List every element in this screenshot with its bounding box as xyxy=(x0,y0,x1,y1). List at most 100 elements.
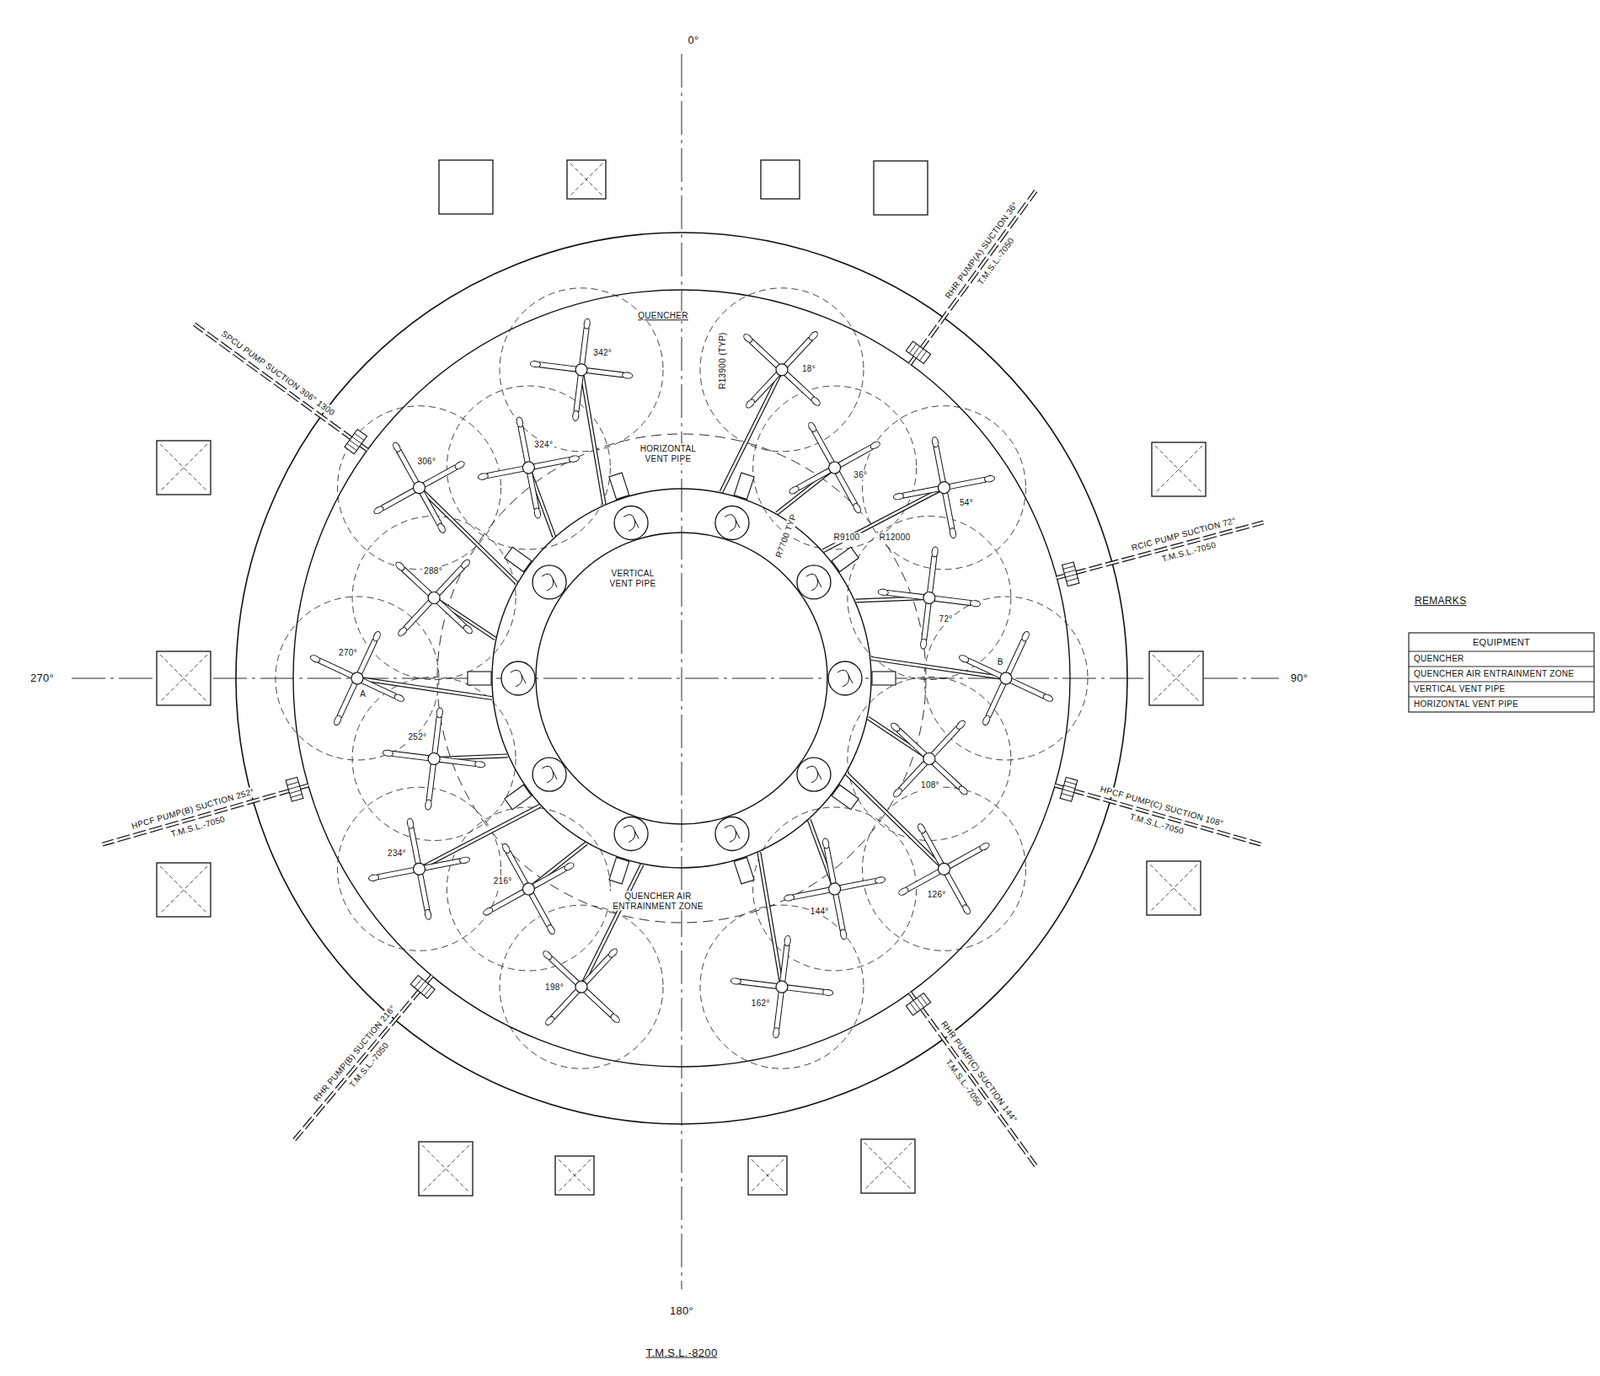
column-square xyxy=(156,651,211,706)
arm-cap xyxy=(541,949,554,961)
discharge-pipe xyxy=(721,369,782,493)
quencher-angle: 144° xyxy=(808,906,831,917)
square-outline xyxy=(748,1155,787,1195)
arm-pipe xyxy=(527,471,540,509)
quencher-hub xyxy=(427,752,441,766)
vent-circle xyxy=(614,505,648,540)
vent-circle xyxy=(501,661,536,696)
axis-line xyxy=(681,53,683,1290)
quencher-angle: 198° xyxy=(543,983,566,994)
remarks-heading: REMARKS xyxy=(1412,595,1468,608)
quencher-arm xyxy=(920,602,932,649)
arm-pipe xyxy=(317,658,354,679)
quencher-angle: 126° xyxy=(925,889,948,900)
arm-pipe xyxy=(396,449,420,485)
arm-cap xyxy=(788,485,801,496)
vent-swirl xyxy=(510,669,526,687)
arm-pipe xyxy=(947,845,982,869)
discharge-pipe xyxy=(581,864,643,987)
quencher-symbol xyxy=(874,798,1015,939)
square-outline xyxy=(1146,861,1201,916)
arm-pipe xyxy=(780,944,790,982)
table-rule xyxy=(1408,666,1595,668)
quencher-arm xyxy=(947,841,990,870)
quencher-arm xyxy=(916,822,945,866)
arm-cap xyxy=(840,928,848,940)
axis-angle: 270° xyxy=(28,672,56,685)
horizontal-vent-stub xyxy=(831,784,859,809)
quencher-arm xyxy=(877,588,925,601)
square-outline xyxy=(567,160,606,199)
column-square xyxy=(1146,861,1201,916)
arm-cap xyxy=(382,749,394,757)
discharge-pipe-core xyxy=(419,487,518,584)
quencher-angle: 162° xyxy=(749,998,772,1009)
column-square xyxy=(567,160,606,199)
discharge-pipe-core xyxy=(776,467,835,514)
arm-pipe xyxy=(812,429,835,465)
quencher-symbol xyxy=(856,685,1002,831)
quencher-hub xyxy=(520,880,537,897)
arm-pipe xyxy=(403,599,433,631)
quencher-arm xyxy=(417,873,432,921)
suction-pipe-core xyxy=(102,785,309,845)
square-cross xyxy=(558,1159,591,1192)
table-header: EQUIPMENT xyxy=(1471,636,1532,648)
arm-cap xyxy=(332,714,343,727)
quencher-arm xyxy=(431,707,444,755)
arm-cap xyxy=(920,638,927,650)
arm-pipe xyxy=(749,339,780,369)
arm-cap xyxy=(607,947,619,959)
suction-pipe xyxy=(909,992,1036,1166)
arm-cap xyxy=(406,818,414,830)
horizontal-vent-stub xyxy=(609,856,630,884)
horizontal-vent-stub xyxy=(872,671,896,685)
strainer-ribs xyxy=(414,978,432,996)
suction-pipe xyxy=(102,785,309,845)
quencher-arm xyxy=(1005,630,1031,675)
arm-pipe xyxy=(490,888,525,912)
square-cross xyxy=(1150,864,1198,912)
arm-cap xyxy=(783,893,795,902)
arm-cap xyxy=(459,856,471,864)
vent-swirl xyxy=(541,573,557,591)
discharge-pipe xyxy=(357,678,493,699)
arm-pipe xyxy=(408,827,421,865)
arm-cap xyxy=(436,707,444,719)
quencher-arm xyxy=(572,374,584,421)
quencher-symbol xyxy=(508,914,654,1060)
column-square xyxy=(748,1155,787,1195)
quencher-arm xyxy=(481,888,525,917)
quencher-arm xyxy=(424,763,437,810)
square-cross xyxy=(422,1145,470,1193)
quencher-arm xyxy=(772,991,785,1039)
arm-pipe xyxy=(423,858,461,871)
discharge-pipe xyxy=(419,487,518,584)
strainer-body xyxy=(905,341,931,364)
vertical-vent-pipe xyxy=(715,817,750,851)
table-cell: QUENCHER xyxy=(1412,653,1467,664)
arm-pipe xyxy=(533,457,571,470)
discharge-pipe xyxy=(871,658,1007,679)
quencher-hub xyxy=(572,978,590,996)
quencher-hub xyxy=(920,750,938,768)
strainer-body xyxy=(344,428,368,454)
vent-swirl xyxy=(623,514,639,532)
quencher-arm xyxy=(837,439,881,468)
arm-cap xyxy=(621,371,633,379)
arm-cap xyxy=(744,397,756,410)
square-cross xyxy=(1152,654,1200,702)
arm-cap xyxy=(477,472,489,481)
arm-cap xyxy=(572,410,579,422)
square-outline xyxy=(156,862,211,917)
arm-pipe xyxy=(1006,638,1027,675)
quencher-angle: 288° xyxy=(422,566,445,577)
quencher-angle: 306° xyxy=(415,456,438,467)
quencher-hub xyxy=(827,882,841,896)
quencher-arm xyxy=(730,977,777,990)
arm-pipe xyxy=(786,984,825,995)
square-outline xyxy=(555,1155,594,1195)
quencher-letter: A xyxy=(358,689,368,700)
quencher-arm xyxy=(930,718,967,757)
